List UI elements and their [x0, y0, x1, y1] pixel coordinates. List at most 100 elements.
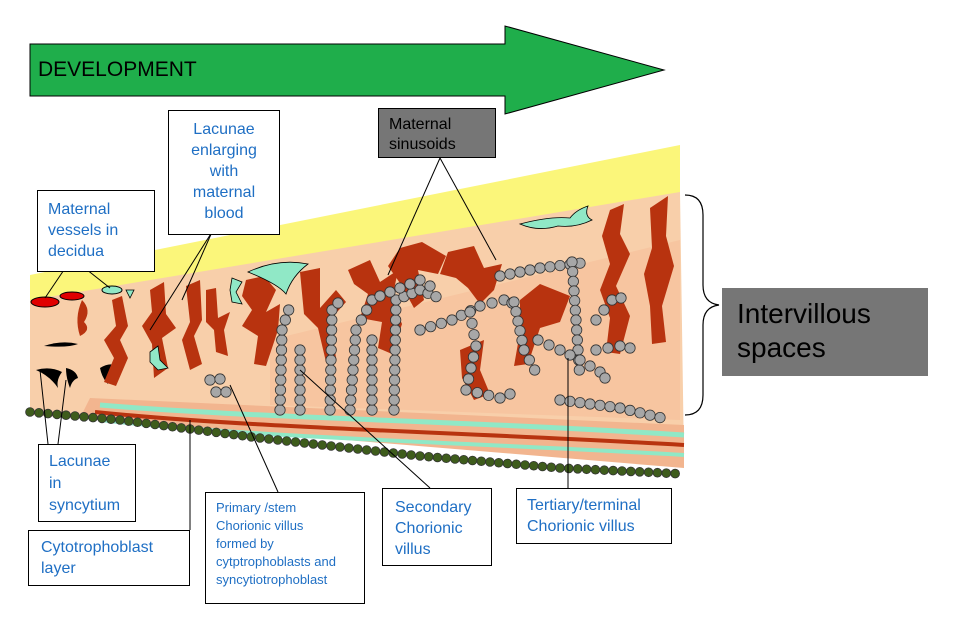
- bead: [446, 314, 458, 326]
- bead: [275, 364, 287, 376]
- bead: [325, 364, 337, 376]
- bead: [523, 354, 535, 366]
- early-lacuna: [36, 368, 62, 388]
- bead: [389, 324, 402, 336]
- bead: [61, 410, 71, 421]
- bead: [326, 314, 338, 326]
- bead: [272, 435, 283, 445]
- bead: [634, 467, 645, 477]
- bead: [537, 461, 548, 472]
- bead: [643, 467, 654, 478]
- bead: [406, 450, 416, 460]
- maternal-vessel: [59, 291, 85, 301]
- bead: [574, 397, 586, 409]
- bead: [158, 420, 169, 431]
- bead: [52, 409, 62, 420]
- bead: [567, 275, 579, 287]
- mesoderm-blob: [518, 205, 593, 229]
- bead: [348, 354, 360, 366]
- maternal-vessel: [101, 285, 123, 295]
- label-intervillous-spaces: Intervillous spaces: [722, 288, 928, 376]
- bead: [414, 274, 426, 286]
- bead: [571, 324, 583, 336]
- bead: [388, 384, 400, 396]
- bead: [281, 436, 292, 446]
- villus-stem: [300, 268, 346, 362]
- bead: [204, 374, 216, 386]
- bead: [276, 324, 288, 336]
- bead: [324, 394, 336, 406]
- bead: [516, 334, 528, 346]
- bead: [389, 354, 401, 366]
- bead: [524, 264, 536, 276]
- bead: [275, 374, 287, 386]
- bead: [299, 438, 310, 448]
- bead: [554, 259, 566, 272]
- bead: [584, 398, 596, 410]
- bead: [389, 364, 401, 376]
- bead: [294, 394, 306, 406]
- bead: [70, 411, 80, 421]
- bead: [606, 294, 618, 306]
- bead: [511, 459, 522, 470]
- bead: [571, 334, 583, 346]
- bead: [361, 445, 372, 455]
- bead: [220, 386, 232, 398]
- development-arrow: [29, 25, 666, 115]
- bead: [534, 262, 546, 274]
- bead: [366, 374, 378, 386]
- bead: [661, 468, 672, 478]
- bead: [167, 421, 178, 432]
- villus-stem: [440, 246, 502, 304]
- early-lacuna: [44, 342, 78, 347]
- bead: [220, 428, 230, 439]
- bead: [361, 304, 373, 316]
- bead: [308, 439, 319, 449]
- bead: [424, 280, 436, 292]
- bead: [366, 364, 378, 376]
- bead: [274, 384, 287, 396]
- bead: [581, 464, 592, 475]
- bead: [590, 464, 601, 475]
- bead: [590, 314, 602, 326]
- bead: [566, 256, 578, 268]
- bead: [466, 317, 478, 329]
- bead: [604, 401, 616, 413]
- bead: [349, 334, 361, 346]
- mesoderm-blob: [125, 289, 135, 299]
- label-text: Tertiary/terminal Chorionic villus: [527, 497, 641, 535]
- bead: [614, 340, 626, 352]
- bead: [388, 448, 399, 458]
- bead: [598, 304, 610, 316]
- bead: [608, 465, 618, 476]
- bead: [624, 404, 636, 416]
- villus-stem: [182, 280, 202, 370]
- bead: [317, 440, 328, 450]
- bead: [569, 304, 581, 316]
- bead: [355, 314, 367, 326]
- bead: [88, 412, 98, 423]
- villus-stem: [77, 300, 88, 336]
- label-text: Cytotrophoblast layer: [41, 539, 154, 577]
- bead: [599, 465, 610, 475]
- bead: [626, 466, 636, 477]
- leader-lines: [39, 157, 569, 530]
- bead: [594, 399, 606, 411]
- bead: [435, 317, 447, 329]
- label-text: Primary /stem Chorionic villus formed by…: [216, 500, 336, 587]
- bead: [555, 463, 565, 473]
- bead: [228, 429, 239, 440]
- bead: [602, 342, 614, 354]
- bead: [450, 454, 460, 464]
- bead: [425, 321, 437, 333]
- bead: [283, 304, 295, 316]
- maternal-vessel: [30, 296, 60, 308]
- bead: [389, 344, 401, 356]
- label-lacunae-enlarging: Lacunae enlarging with maternal blood: [168, 110, 280, 235]
- bead: [279, 314, 291, 326]
- bead: [486, 297, 498, 309]
- bead: [210, 386, 222, 398]
- bead: [569, 295, 581, 307]
- bead: [237, 430, 248, 441]
- bead: [352, 444, 363, 454]
